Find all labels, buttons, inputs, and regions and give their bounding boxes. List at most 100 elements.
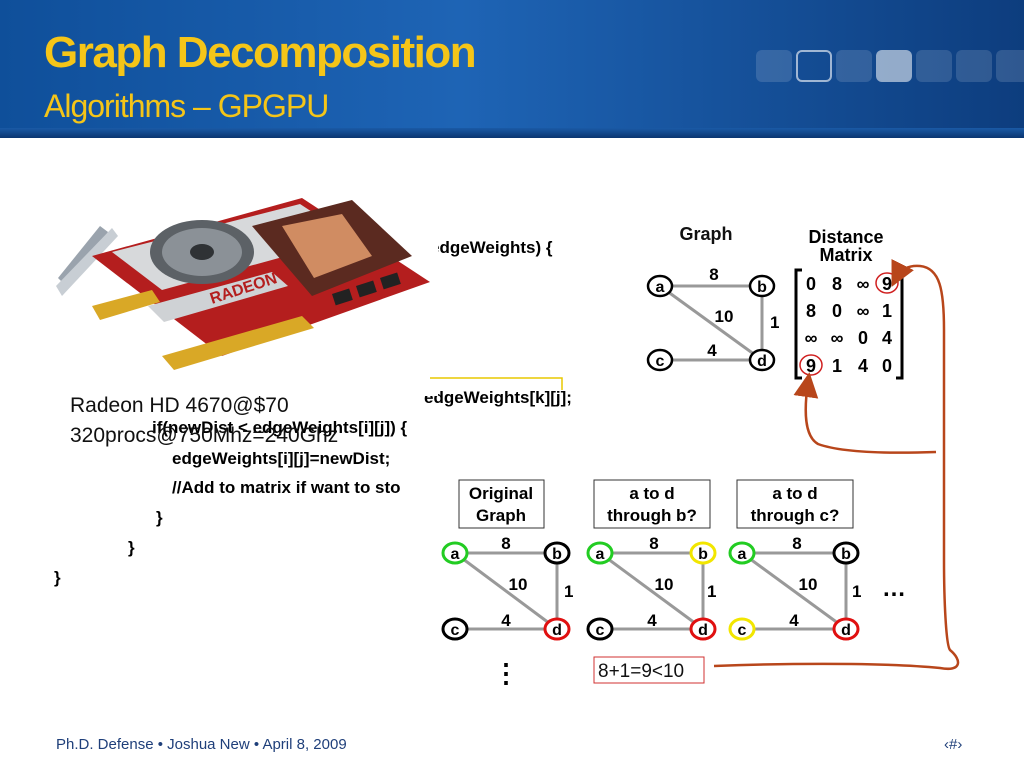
matrix-cell: 9 <box>882 274 892 294</box>
gpu-card-image: RADEON <box>52 186 438 396</box>
gpu-caption-line1: Radeon HD 4670@$70 <box>70 394 289 417</box>
edge-weight: 8 <box>709 265 718 284</box>
matrix-cell: ∞ <box>805 328 818 348</box>
ellipsis-vertical: ⋮ <box>493 658 519 688</box>
matrix-cell: 8 <box>832 274 842 294</box>
header-tile <box>796 50 832 82</box>
svg-text:d: d <box>757 353 767 370</box>
svg-text:1: 1 <box>852 582 861 601</box>
arrow-to-matrix-top <box>713 258 960 671</box>
header-tile <box>876 50 912 82</box>
matrix-cell: 1 <box>832 356 842 376</box>
svg-text:c: c <box>451 622 460 639</box>
code-line: edgeWeights[k][j]; <box>424 388 572 407</box>
svg-text:b: b <box>757 279 767 296</box>
svg-text:a: a <box>738 546 747 563</box>
svg-text:b: b <box>841 546 851 563</box>
header-band <box>0 128 1024 138</box>
svg-text:c: c <box>738 622 747 639</box>
matrix-heading-line1: Distance <box>808 227 883 247</box>
svg-text:8: 8 <box>501 534 510 553</box>
small-graph-through-b: 8 10 1 4 a b c d <box>586 534 717 641</box>
header-tiles <box>756 50 1024 82</box>
svg-text:4: 4 <box>789 611 799 630</box>
matrix-cell: 0 <box>806 274 816 294</box>
header-tile <box>756 50 792 82</box>
matrix-cells: 0 8 ∞ 9 8 0 ∞ 1 ∞ ∞ 0 4 9 1 4 0 <box>805 274 892 376</box>
svg-text:8: 8 <box>649 534 658 553</box>
slide-header <box>0 0 1024 138</box>
arrow-to-matrix-bottom <box>793 372 937 454</box>
svg-text:10: 10 <box>799 575 818 594</box>
code-line: } <box>54 568 61 587</box>
panel-label: a to d <box>772 484 817 503</box>
header-tile <box>956 50 992 82</box>
svg-text:c: c <box>656 353 665 370</box>
matrix-cell: 9 <box>806 356 816 376</box>
equation-box <box>593 656 705 684</box>
page-number: ‹#› <box>944 736 963 753</box>
svg-text:10: 10 <box>655 575 674 594</box>
svg-text:10: 10 <box>509 575 528 594</box>
panel-label: Graph <box>476 506 526 525</box>
graph-node: a <box>646 274 674 298</box>
svg-text:b: b <box>698 546 708 563</box>
svg-text:1: 1 <box>564 582 573 601</box>
panel-label-box <box>593 479 711 529</box>
graph-node: d <box>748 348 776 372</box>
matrix-cell: 4 <box>858 356 868 376</box>
edge-weight: 4 <box>707 341 717 360</box>
svg-text:d: d <box>698 622 708 639</box>
panel-label-box <box>458 479 545 529</box>
matrix-cell: ∞ <box>857 301 870 321</box>
svg-text:c: c <box>596 622 605 639</box>
matrix-heading-line2: Matrix <box>819 245 872 265</box>
code-line: } <box>156 508 163 527</box>
svg-text:a: a <box>656 279 665 296</box>
panel-label: through b? <box>607 506 697 525</box>
graph-node: b <box>748 274 776 298</box>
small-graph-original: 8 10 1 4 a b c d <box>441 534 573 641</box>
code-line: //Add to matrix if want to sto <box>172 478 401 497</box>
code-line: edgeWeights) { <box>430 238 553 257</box>
gpu-caption-line2: 320procs@750Mhz=240Ghz <box>70 424 339 447</box>
small-graph-through-c: 8 10 1 4 a b c d <box>728 534 861 641</box>
matrix-cell: 4 <box>882 328 892 348</box>
slide-title: Graph Decomposition <box>44 28 477 77</box>
graph-node: c <box>646 348 674 372</box>
edge-weight: 1 <box>770 313 779 332</box>
svg-text:d: d <box>552 622 562 639</box>
svg-text:d: d <box>841 622 851 639</box>
footer-text: Ph.D. Defense • Joshua New • April 8, 20… <box>56 736 347 753</box>
code-line: if(newDist < edgeWeights[i][j]) { <box>152 418 408 437</box>
ellipsis-right: … <box>882 575 906 602</box>
panel-label-box <box>736 479 854 529</box>
matrix-cell: 0 <box>882 356 892 376</box>
header-tile <box>836 50 872 82</box>
matrix-cell: ∞ <box>831 328 844 348</box>
code-line: edgeWeights[i][j]=newDist; <box>172 449 391 468</box>
svg-text:4: 4 <box>501 611 511 630</box>
panel-label: through c? <box>751 506 840 525</box>
matrix-cell: 0 <box>832 301 842 321</box>
equation-text: 8+1=9<10 <box>598 661 684 682</box>
svg-text:a: a <box>596 546 605 563</box>
svg-text:4: 4 <box>647 611 657 630</box>
matrix-cell: ∞ <box>857 274 870 294</box>
svg-text:b: b <box>552 546 562 563</box>
code-line: } <box>128 538 135 557</box>
matrix-cell: 8 <box>806 301 816 321</box>
svg-text:8: 8 <box>792 534 801 553</box>
header-tile <box>996 50 1024 82</box>
edge-weight: 10 <box>715 307 734 326</box>
panel-label: Original <box>469 484 533 503</box>
graph-heading: Graph <box>679 224 732 244</box>
panel-label: a to d <box>629 484 674 503</box>
matrix-cell: 0 <box>858 328 868 348</box>
svg-text:a: a <box>451 546 460 563</box>
svg-text:1: 1 <box>707 582 716 601</box>
slide-subtitle: Algorithms – GPGPU <box>44 88 329 124</box>
matrix-cell: 1 <box>882 301 892 321</box>
header-tile <box>916 50 952 82</box>
